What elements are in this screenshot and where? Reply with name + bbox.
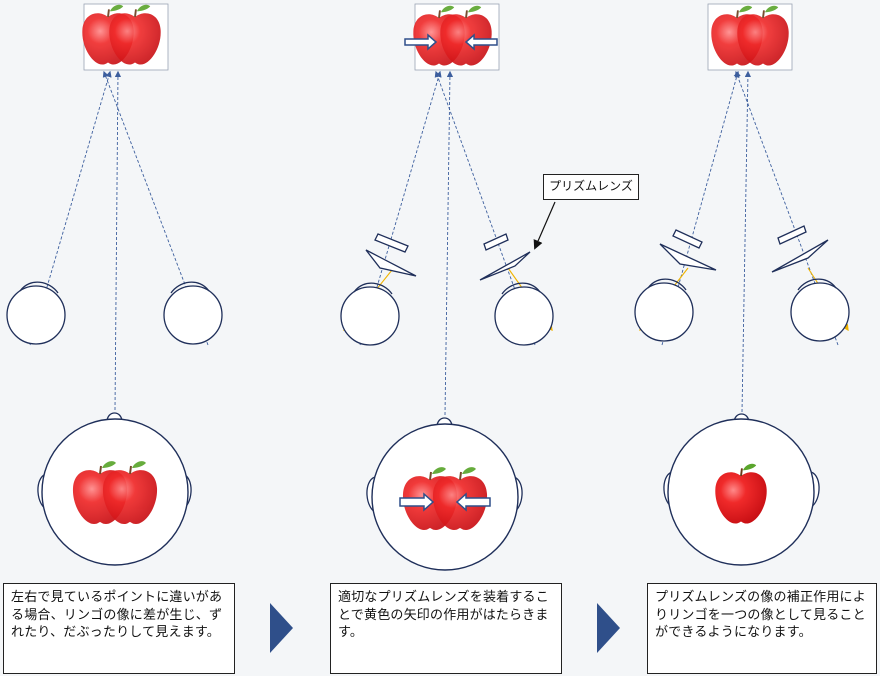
eye-icon [6, 281, 66, 345]
head-icon [366, 417, 523, 571]
panel-2 [340, 3, 556, 571]
label-pointer [533, 201, 556, 250]
panel-1 [6, 3, 223, 566]
eye-icon [163, 281, 223, 345]
prism-lens-icon [365, 233, 417, 277]
next-step-arrow-icon [270, 603, 293, 653]
eye-icon [494, 282, 554, 346]
correction-arrows-top [404, 33, 498, 51]
head-icon [37, 412, 192, 566]
prism-lens-icon [771, 225, 829, 273]
panel-3 [634, 3, 850, 566]
apple-icon [710, 4, 790, 67]
next-step-arrow-icon [597, 603, 620, 653]
caption-step-2: 適切なプリズムレンズを装着することで黄色の矢印の作用がはたらきます。 [330, 583, 562, 674]
prism-lens-icon [479, 233, 531, 281]
head-icon [663, 413, 820, 566]
eye-icon [790, 278, 850, 342]
caption-step-3: プリズムレンズの像の補正作用によりリンゴを一つの像として見ることができるようにな… [647, 583, 877, 674]
prism-lens-label: プリズムレンズ [543, 174, 639, 200]
eye-icon [340, 282, 400, 346]
caption-step-1: 左右で見ているポイントに違いがある場合、リンゴの像に差が生じ、ずれたり、だぶった… [3, 583, 235, 674]
sight-lines [29, 70, 209, 411]
apple-icon [412, 4, 493, 67]
prism-lens-icon [659, 229, 717, 271]
eye-icon [634, 278, 694, 342]
apple-icon [81, 3, 162, 66]
